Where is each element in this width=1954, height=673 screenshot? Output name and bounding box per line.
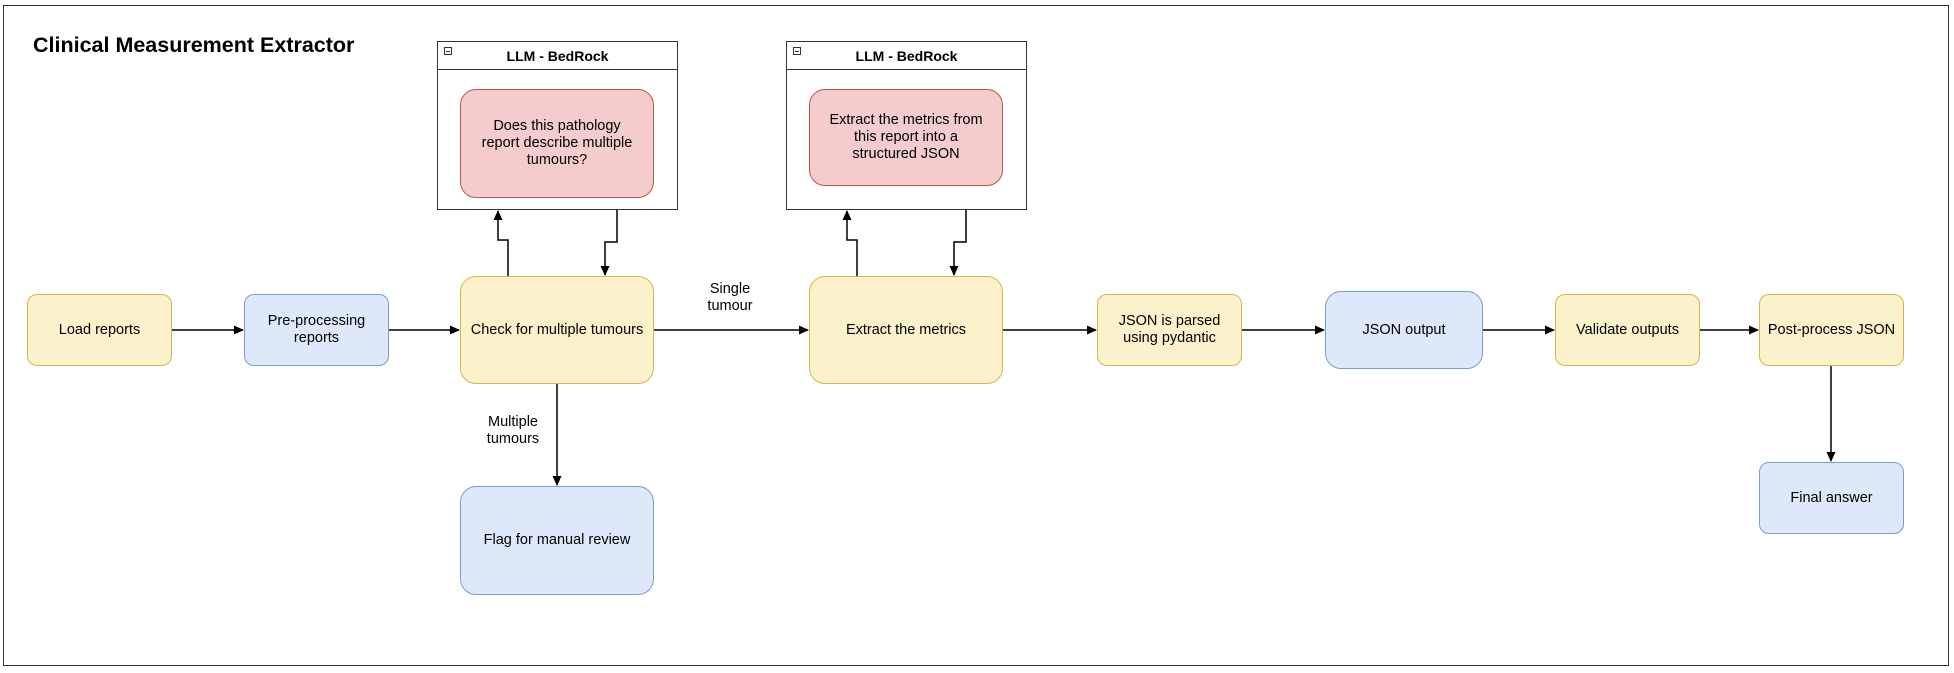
collapse-icon[interactable] <box>444 47 452 55</box>
node-json-parsed: JSON is parsed using pydantic <box>1097 294 1242 366</box>
edge-check-to-llm-1 <box>493 210 509 276</box>
edge-llm-2-to-extract <box>949 210 967 276</box>
collapse-icon[interactable] <box>793 47 801 55</box>
node-json-output: JSON output <box>1325 291 1483 369</box>
node-load-reports: Load reports <box>27 294 172 366</box>
llm-prompt-extract-json: Extract the metrics from this report int… <box>809 89 1003 186</box>
node-final-answer: Final answer <box>1759 462 1904 534</box>
edge-extract-to-llm-2 <box>842 210 858 276</box>
edge-label-single-tumour: Single tumour <box>707 281 753 314</box>
llm-prompt-multiple-tumours: Does this pathology report describe mult… <box>460 89 654 198</box>
edge-llm-1-to-check <box>600 210 618 276</box>
node-validate-outputs: Validate outputs <box>1555 294 1700 366</box>
diagram-frame <box>3 5 1949 666</box>
llm-container-header: LLM - BedRock <box>438 42 677 70</box>
edge-label-multiple-tumours: Multiple tumours <box>486 414 540 447</box>
node-pre-processing: Pre-processing reports <box>244 294 389 366</box>
llm-container-header: LLM - BedRock <box>787 42 1026 70</box>
node-flag-manual-review: Flag for manual review <box>460 486 654 595</box>
node-check-multiple-tumours: Check for multiple tumours <box>460 276 654 384</box>
node-post-process-json: Post-process JSON <box>1759 294 1904 366</box>
diagram-title: Clinical Measurement Extractor <box>33 33 355 57</box>
node-extract-metrics: Extract the metrics <box>809 276 1003 384</box>
